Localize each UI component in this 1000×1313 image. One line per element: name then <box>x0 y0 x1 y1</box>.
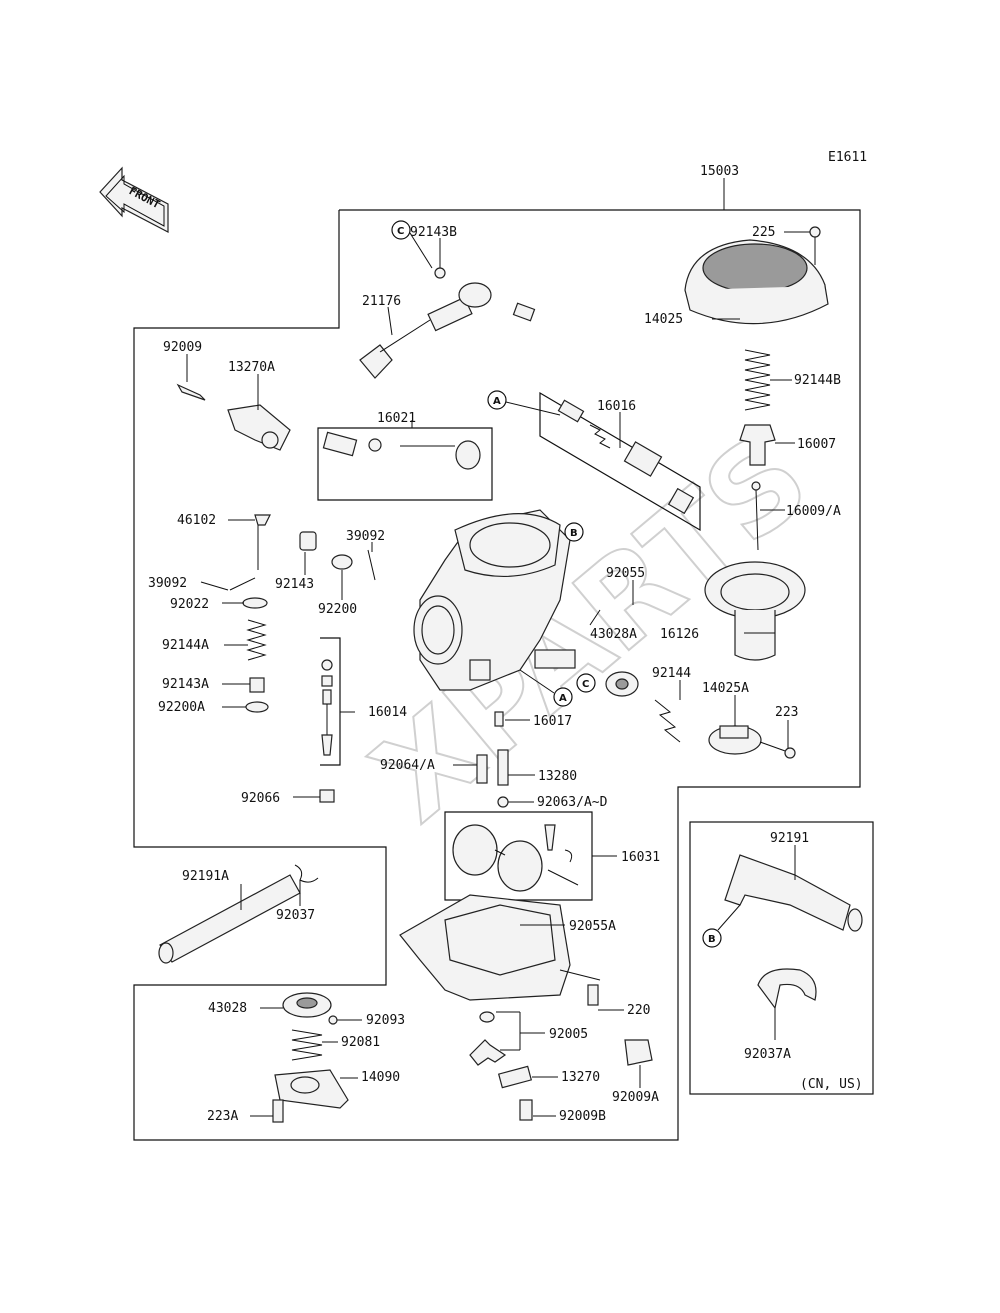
label-assembly: 15003 <box>700 164 739 179</box>
label-92144a: 92144A <box>162 638 209 653</box>
bottom-accelerator-pump <box>272 992 349 1123</box>
vacuum-chamber-cover <box>684 226 829 325</box>
svg-text:B: B <box>570 528 578 539</box>
svg-text:C: C <box>397 226 404 237</box>
carburetor-body <box>413 509 576 691</box>
label-16014: 16014 <box>368 705 407 720</box>
svg-text:C: C <box>582 679 589 690</box>
svg-text:B: B <box>708 934 716 945</box>
label-14025a: 14025A <box>702 681 749 696</box>
label-92144b: 92144B <box>794 373 841 388</box>
small-parts-left <box>229 514 376 713</box>
throttle-lever <box>176 383 291 451</box>
label-16126: 16126 <box>660 627 699 642</box>
label-92064a: 92064/A <box>380 758 435 773</box>
bottom-right-parts <box>469 1011 653 1121</box>
label-92009a: 92009A <box>612 1090 659 1105</box>
needle-holder <box>739 424 776 466</box>
label-21176: 21176 <box>362 294 401 309</box>
marker-a-top: A <box>487 390 561 416</box>
label-92037: 92037 <box>276 908 315 923</box>
region-note: (CN, US) <box>800 1077 863 1092</box>
label-13270a: 13270A <box>228 360 275 375</box>
needle-jet-parts <box>476 711 509 808</box>
label-14090: 14090 <box>361 1070 400 1085</box>
marker-b-inset: B <box>702 904 741 948</box>
label-14025: 14025 <box>644 312 683 327</box>
inset-frame <box>689 821 874 1095</box>
label-92191a: 92191A <box>182 869 229 884</box>
label-43028: 43028 <box>208 1001 247 1016</box>
label-92009: 92009 <box>163 340 202 355</box>
label-92005: 92005 <box>549 1027 588 1042</box>
label-39092-top: 39092 <box>346 529 385 544</box>
label-92066: 92066 <box>241 791 280 806</box>
jet-stack <box>319 659 335 803</box>
label-46102: 46102 <box>177 513 216 528</box>
spring-92144b <box>744 349 771 411</box>
pilot-screw-set <box>322 431 481 470</box>
label-223: 223 <box>775 705 798 720</box>
assembly-frame <box>133 178 861 1141</box>
accelerator-diaphragm <box>605 671 639 697</box>
front-arrow-icon: FRONT <box>99 166 169 233</box>
label-92144: 92144 <box>652 666 691 681</box>
float-chamber <box>399 894 601 1006</box>
label-92143b: 92143B <box>410 225 457 240</box>
label-92200a: 92200A <box>158 700 205 715</box>
subassembly-box-16031 <box>444 811 593 901</box>
choke-plunger <box>359 267 536 379</box>
label-16031: 16031 <box>621 850 660 865</box>
svg-text:A: A <box>493 396 501 407</box>
starter-plunger <box>557 399 695 515</box>
label-92093: 92093 <box>366 1013 405 1028</box>
cap-14025a <box>708 725 796 759</box>
marker-a-body: A <box>519 669 573 707</box>
label-92063ad: 92063/A~D <box>537 795 608 810</box>
marker-c-body: C <box>576 673 596 693</box>
label-220: 220 <box>627 1003 650 1018</box>
label-16017: 16017 <box>533 714 572 729</box>
label-92200: 92200 <box>318 602 357 617</box>
float-assembly <box>452 824 579 892</box>
label-223a: 223A <box>207 1109 238 1124</box>
label-92022: 92022 <box>170 597 209 612</box>
label-92009b: 92009B <box>559 1109 606 1124</box>
label-16009a: 16009/A <box>786 504 841 519</box>
spring-92144 <box>654 699 681 743</box>
label-13280: 13280 <box>538 769 577 784</box>
jet-needle <box>751 481 761 551</box>
label-92055a: 92055A <box>569 919 616 934</box>
label-92191: 92191 <box>770 831 809 846</box>
label-92055: 92055 <box>606 566 645 581</box>
label-225: 225 <box>752 225 775 240</box>
label-16007: 16007 <box>797 437 836 452</box>
diaphragm-piston <box>704 561 806 661</box>
inset-tube-92191 <box>724 854 863 1010</box>
subassembly-box-16021 <box>317 420 493 501</box>
label-43028a: 43028A <box>590 627 637 642</box>
marker-b-body: B <box>564 522 584 542</box>
label-92143: 92143 <box>275 577 314 592</box>
diagram-code: E1611 <box>828 150 867 165</box>
label-92037a: 92037A <box>744 1047 791 1062</box>
label-13270: 13270 <box>561 1070 600 1085</box>
label-16021: 16021 <box>377 411 416 426</box>
svg-text:A: A <box>559 693 567 704</box>
label-16016: 16016 <box>597 399 636 414</box>
label-92081: 92081 <box>341 1035 380 1050</box>
marker-c-top: C <box>391 220 433 269</box>
label-39092-left: 39092 <box>148 576 187 591</box>
leader-lines <box>186 231 810 1117</box>
subassembly-box-16014 <box>320 637 355 766</box>
label-92143a: 92143A <box>162 677 209 692</box>
